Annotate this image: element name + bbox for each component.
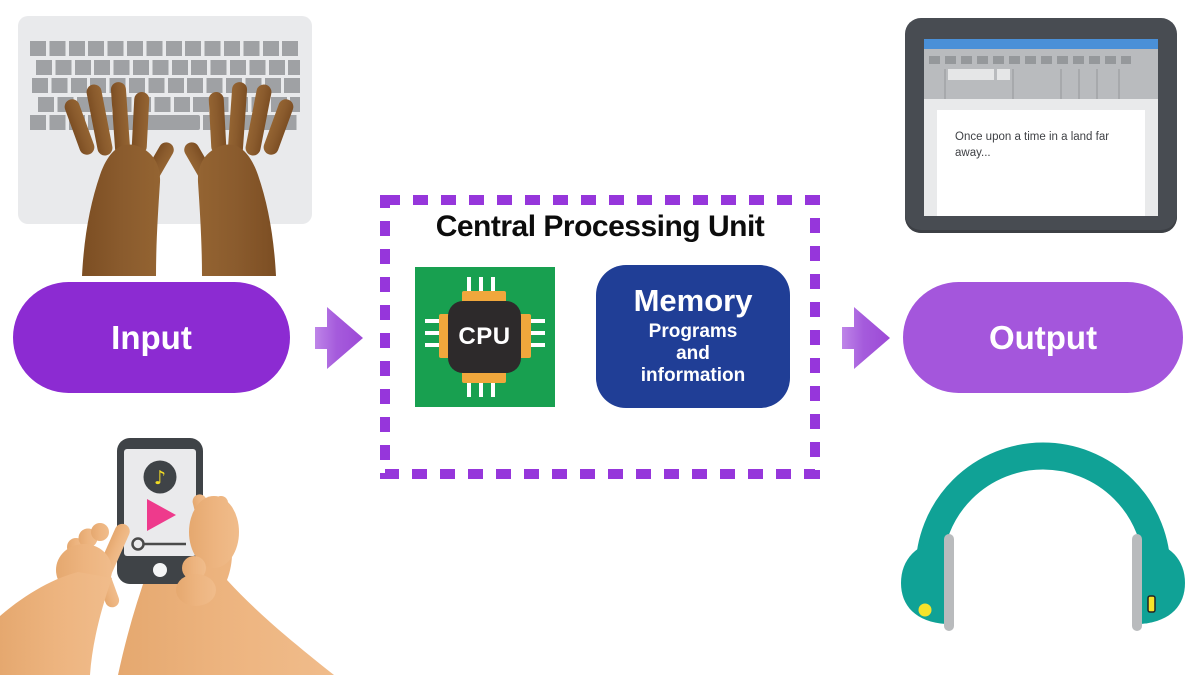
headphones-illustration [901, 442, 1185, 631]
cpu-chip-icon: CPU [415, 267, 555, 407]
chip-pad [462, 291, 506, 303]
cpu-pin [528, 331, 545, 335]
toolbar-control [997, 69, 1010, 80]
smartphone-music-illustration: ♪ [0, 438, 334, 675]
input-stage-pill: Input [13, 282, 290, 393]
ear-cup [901, 540, 946, 624]
headband [915, 442, 1171, 571]
cpu-pin [491, 277, 495, 294]
music-note-icon: ♪ [154, 467, 166, 489]
typing-hands-icon [64, 81, 296, 276]
smartphone: ♪ [117, 438, 203, 584]
cpu-pin [425, 343, 442, 347]
flow-arrow-icon [842, 307, 890, 369]
power-light [918, 603, 932, 617]
cpu-pin [479, 380, 483, 397]
cpu-pin [528, 319, 545, 323]
toolbar-separator [1096, 69, 1098, 99]
monitor-screen: Once upon a time in a land far away... [924, 39, 1158, 216]
memory-title: Memory [633, 283, 753, 319]
output-stage-pill: Output [903, 282, 1183, 393]
memory-line: and [676, 343, 710, 365]
phone-screen [124, 449, 196, 556]
cpu-chip-label: CPU [458, 323, 511, 350]
monitor-illustration: Once upon a time in a land far away... [905, 18, 1177, 233]
toolbar-separator [1078, 69, 1080, 99]
output-label: Output [988, 318, 1098, 356]
app-title-bar [924, 39, 1158, 49]
memory-line: Programs [648, 320, 738, 342]
toolbar-separator [1012, 69, 1014, 99]
input-label: Input [111, 318, 192, 356]
memory-line: information [640, 365, 746, 387]
audio-jack [1147, 595, 1156, 613]
pointing-hand [0, 523, 130, 675]
chip-pad [519, 314, 531, 358]
play-icon [147, 499, 176, 531]
cpu-pin [467, 277, 471, 294]
cpu-pin [425, 331, 442, 335]
slider-knob [131, 537, 145, 551]
cpu-title: Central Processing Unit [435, 210, 765, 243]
cpu-pin [479, 277, 483, 294]
toolbar-buttons [929, 56, 1131, 64]
keyboard-typing-illustration [14, 12, 326, 276]
memory-box: Memory Programs and information [596, 265, 790, 408]
chip-pad [462, 371, 506, 383]
key-row [36, 59, 300, 75]
cpu-pin [425, 319, 442, 323]
gripping-hand [176, 494, 239, 606]
home-button [153, 563, 167, 577]
cpu-section: Central Processing Unit CPU Memor [380, 195, 820, 479]
album-art-circle [143, 460, 177, 494]
document-text: Once upon a time in a land far away... [955, 131, 1110, 159]
ear-pad [944, 534, 954, 631]
cpu-chip-body: CPU [448, 301, 521, 373]
document-page: Once upon a time in a land far away... [937, 110, 1145, 216]
cpu-pin [467, 380, 471, 397]
toolbar-separator [1118, 69, 1120, 99]
flow-arrow-icon [315, 307, 363, 369]
app-toolbar [924, 49, 1158, 99]
key-row [30, 41, 300, 56]
toolbar-separator [944, 69, 946, 99]
cpu-pin [528, 343, 545, 347]
toolbar-control [948, 69, 994, 80]
document-area: Once upon a time in a land far away... [924, 99, 1158, 216]
toolbar-separator [1060, 69, 1062, 99]
cpu-pin [491, 380, 495, 397]
